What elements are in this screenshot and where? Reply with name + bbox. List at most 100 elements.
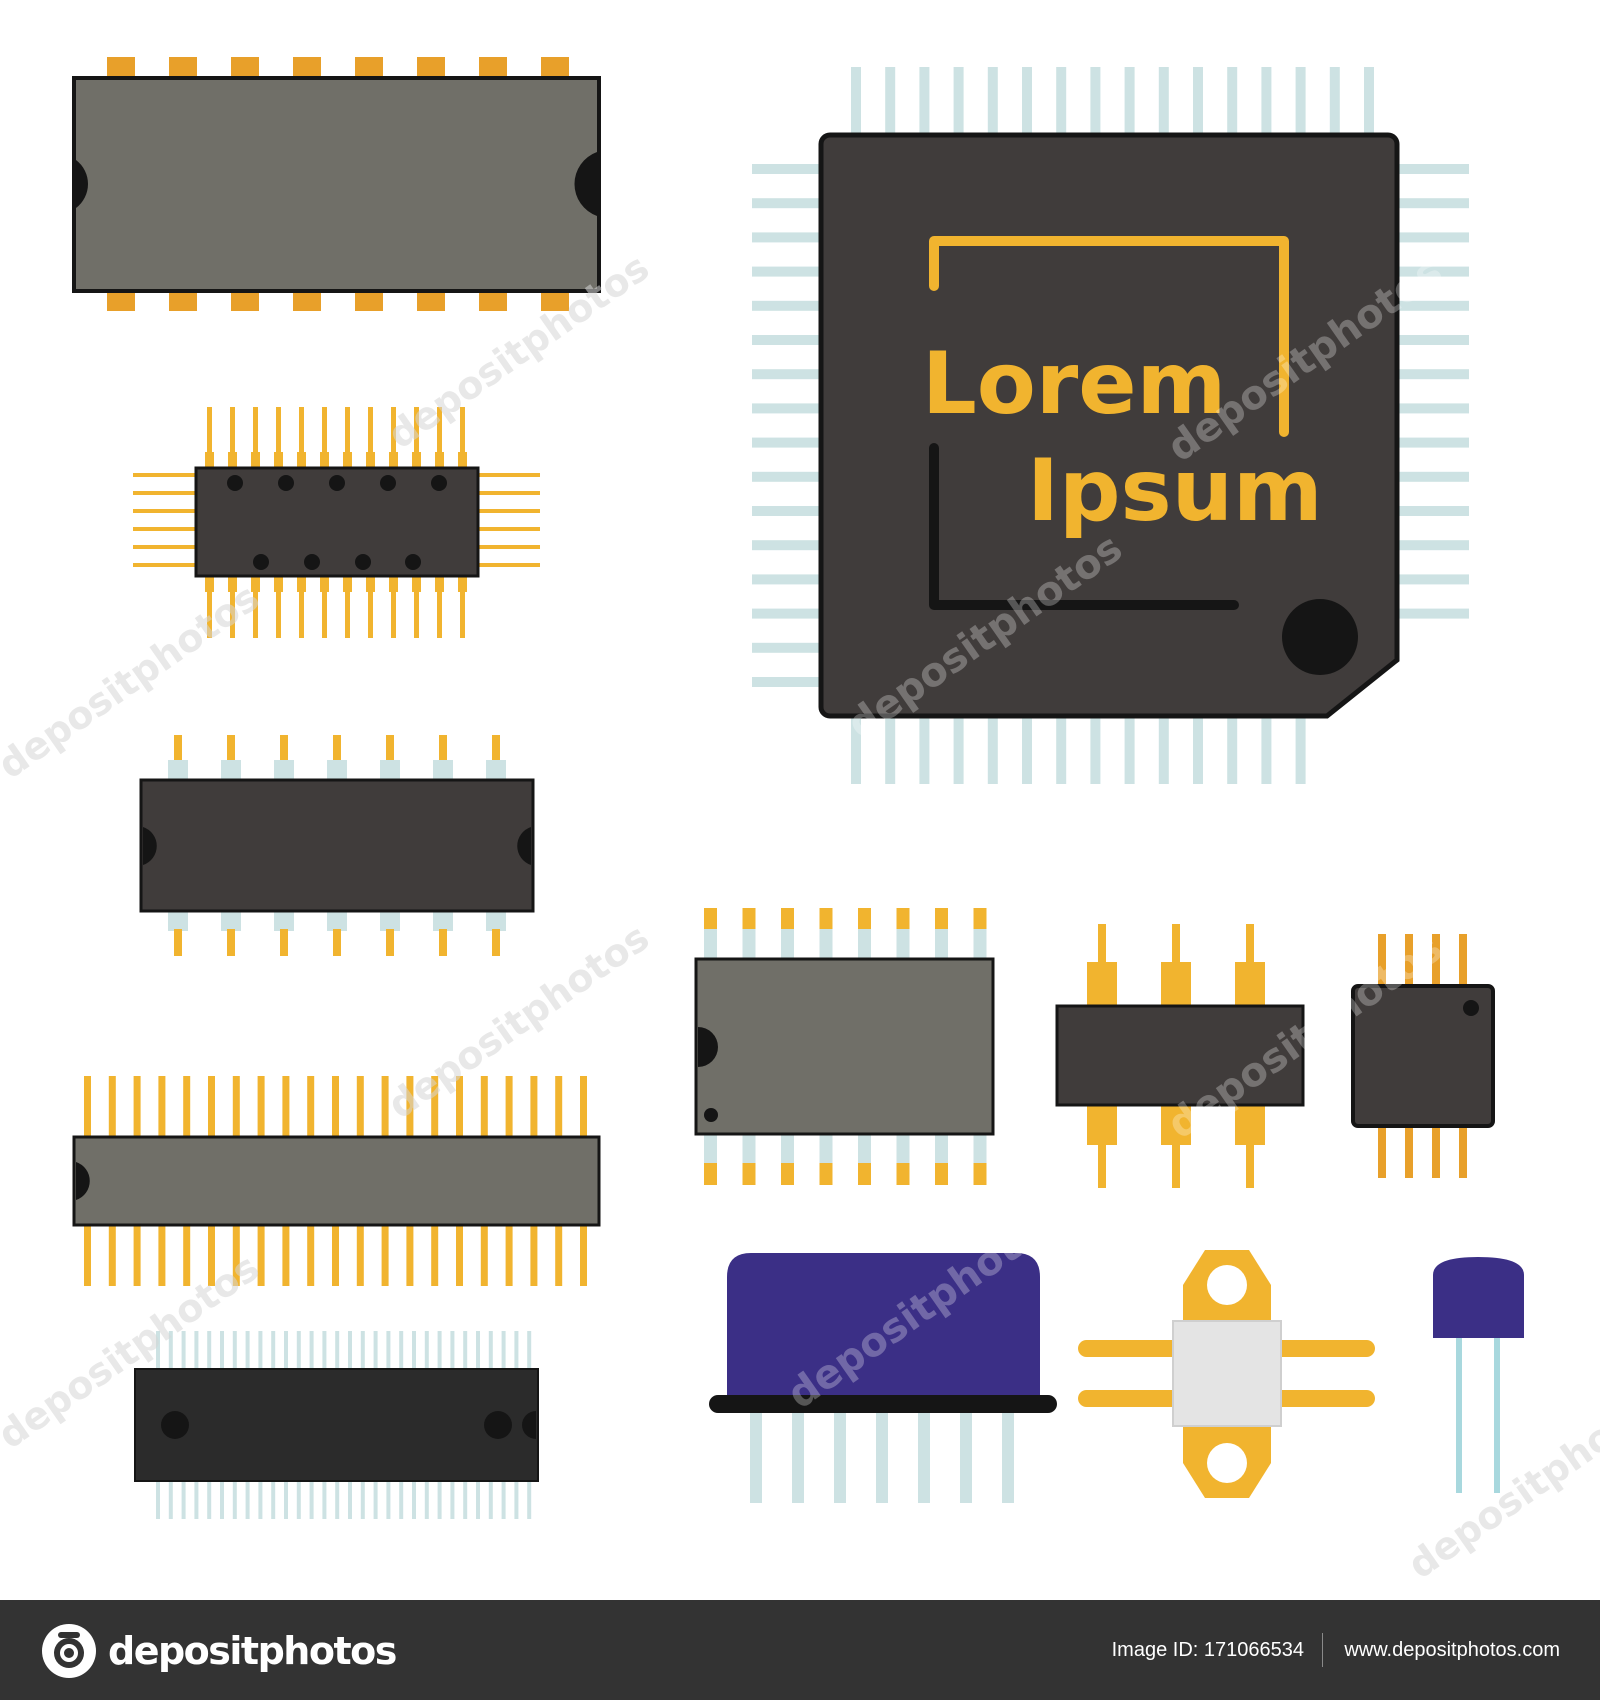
- thin-pin: [232, 1481, 237, 1519]
- qfp-pin: [1397, 369, 1469, 380]
- qfp-pin: [1090, 67, 1101, 135]
- thin-pin: [463, 1331, 468, 1369]
- to92-transistor: [1433, 1257, 1524, 1493]
- qfp-pin: [1193, 716, 1203, 784]
- thin-pin: [527, 1331, 532, 1369]
- thin-pin: [348, 1481, 352, 1519]
- gold-pin: [456, 1225, 463, 1286]
- qfp-pin: [987, 67, 998, 135]
- gold-pin: [84, 1225, 91, 1286]
- gold-pin: [133, 545, 197, 549]
- gold-pin: [819, 908, 833, 930]
- gold-pin: [276, 576, 281, 638]
- qfp-pin: [1261, 716, 1272, 784]
- thin-pin: [335, 1481, 340, 1519]
- thin-pin: [412, 1481, 416, 1519]
- thin-pin: [514, 1481, 519, 1519]
- gold-pin: [133, 491, 197, 495]
- gold-pin: [478, 527, 540, 531]
- qfp-pin: [752, 506, 821, 516]
- thin-pin: [181, 1331, 186, 1369]
- qfp-pin: [851, 716, 861, 784]
- gold-pin: [183, 1076, 191, 1137]
- qfp-pin: [1397, 574, 1469, 585]
- gold-pin: [478, 563, 540, 567]
- watermark-text: depositphotos: [380, 915, 657, 1127]
- gold-pin: [414, 407, 419, 469]
- gold-pin: [282, 1225, 290, 1286]
- chip-dot: [329, 475, 345, 491]
- gold-pin: [460, 576, 465, 638]
- gold-pin: [108, 1076, 116, 1137]
- qfp-pin: [1397, 335, 1469, 345]
- gold-pin: [257, 1076, 265, 1137]
- pin-base: [858, 929, 871, 959]
- gold-pin: [297, 576, 306, 592]
- qfp-pin: [752, 164, 821, 174]
- qfp-pin: [1397, 540, 1469, 551]
- qfp-pin: [1295, 67, 1306, 135]
- qfp-pin: [752, 608, 821, 619]
- thin-pin: [296, 1481, 301, 1519]
- qfp-pin: [752, 403, 821, 414]
- thin-pin: [348, 1331, 352, 1369]
- small-dark-chip: [194, 466, 480, 578]
- gray-soic-chip: [694, 957, 995, 1136]
- thin-pin: [156, 1331, 160, 1369]
- thin-pin: [399, 1481, 404, 1519]
- gold-pin: [458, 576, 467, 592]
- thin-pin: [220, 1481, 224, 1519]
- gold-pin: [253, 407, 258, 469]
- thin-pin: [181, 1481, 186, 1519]
- thin-pin: [296, 1331, 301, 1369]
- gold-pin: [460, 407, 465, 469]
- gold-pin: [435, 576, 444, 592]
- gold-pin: [333, 929, 341, 956]
- thin-pin: [488, 1331, 493, 1369]
- qfp-pin: [885, 67, 896, 135]
- gold-pin: [505, 1225, 513, 1286]
- gold-pin: [389, 452, 398, 468]
- thin-pin: [412, 1331, 416, 1369]
- thin-pin: [322, 1481, 327, 1519]
- gold-pin: [251, 452, 260, 468]
- gold-pin: [274, 576, 283, 592]
- gold-pin: [381, 1076, 389, 1137]
- pin-base: [274, 911, 294, 931]
- site-link[interactable]: www.depositphotos.com: [1344, 1639, 1560, 1661]
- thin-pin: [386, 1481, 391, 1519]
- gold-pin: [973, 908, 987, 930]
- gold-pin: [299, 407, 304, 469]
- qfp-pin: [919, 716, 930, 784]
- gold-pin: [232, 1225, 240, 1286]
- pin-base: [896, 1134, 910, 1164]
- gold-pin: [368, 407, 373, 469]
- qfp-pin: [1124, 716, 1135, 784]
- gold-pin: [478, 545, 540, 549]
- gold-pin: [1405, 1126, 1413, 1178]
- gold-pin: [133, 1076, 141, 1137]
- gold-pin: [391, 407, 396, 469]
- gold-pin: [207, 576, 212, 638]
- qfp-pin: [1397, 403, 1469, 414]
- thin-pin: [271, 1331, 276, 1369]
- thin-pin: [463, 1481, 468, 1519]
- gold-pin: [1432, 934, 1440, 986]
- pin-base: [896, 929, 910, 959]
- gold-pin: [896, 908, 910, 930]
- gold-pin: [417, 291, 445, 311]
- pin-base: [327, 760, 347, 780]
- pin-base: [704, 1134, 717, 1164]
- gold-pin: [158, 1225, 166, 1286]
- thin-pin: [156, 1481, 160, 1519]
- thin-pin: [232, 1331, 237, 1369]
- thin-pin: [386, 1331, 391, 1369]
- gold-pin: [207, 407, 212, 469]
- gold-pin: [280, 735, 288, 762]
- gold-pin: [1098, 1105, 1106, 1188]
- qfp-pin: [1397, 164, 1469, 174]
- crystal-pin: [918, 1413, 930, 1503]
- qfp-pin: [1397, 437, 1469, 448]
- electronic-chips-illustration: Lorem Ipsum: [0, 57, 1600, 1587]
